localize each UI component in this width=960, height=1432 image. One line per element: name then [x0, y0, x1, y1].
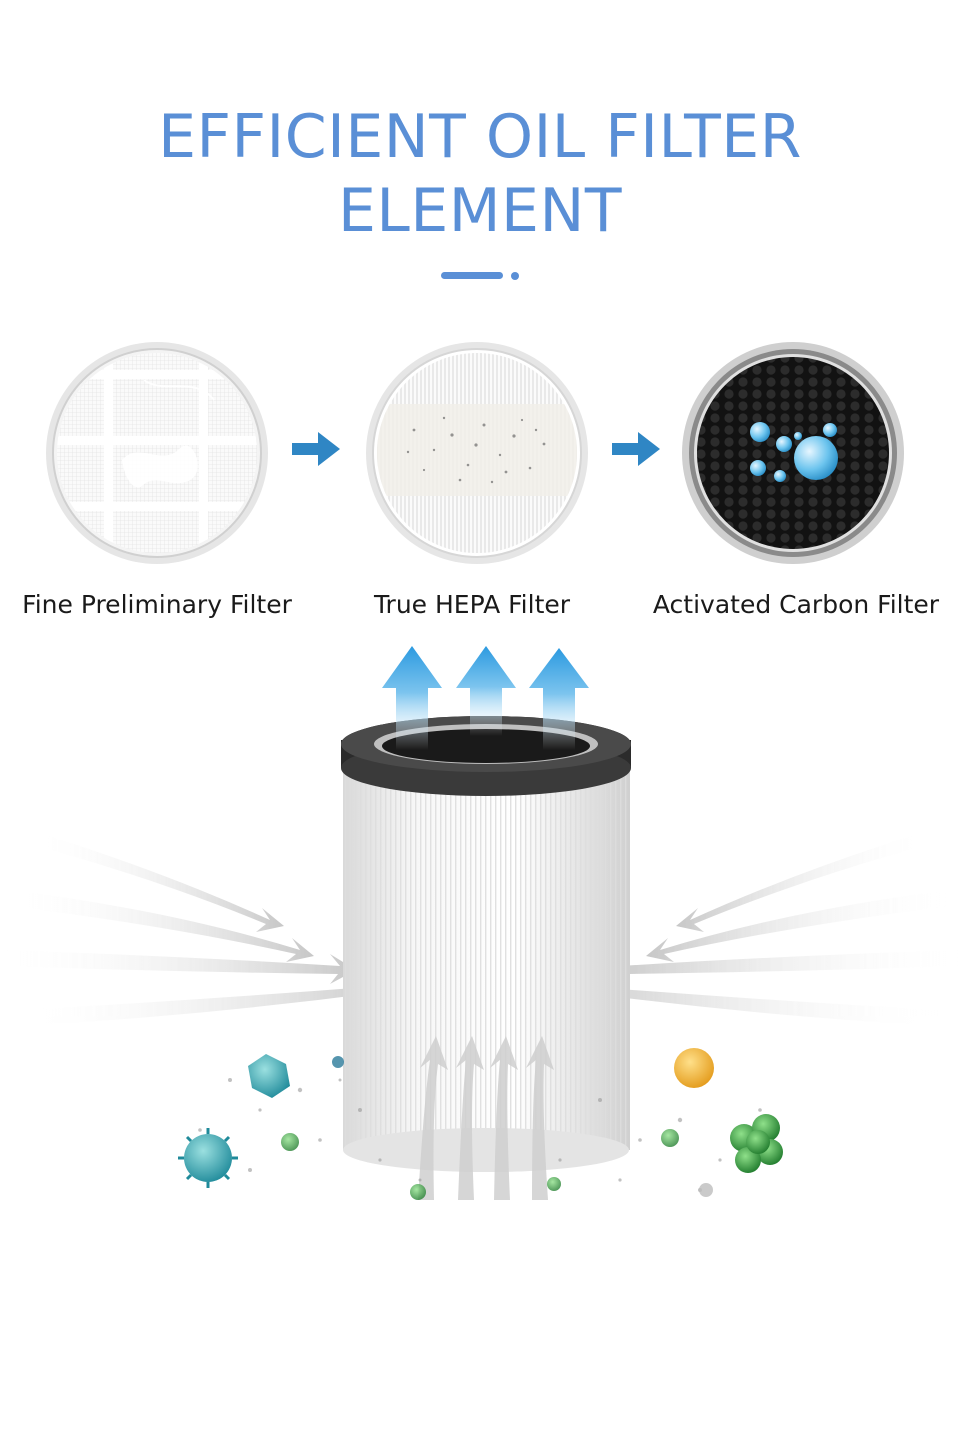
pollen-icon: [674, 1048, 714, 1088]
divider-dot: [511, 272, 519, 280]
virus-icon: [178, 1128, 238, 1188]
hepa-filter-image: [366, 342, 588, 564]
stage-label-preliminary: Fine Preliminary Filter: [22, 590, 292, 619]
airflow-left: [0, 830, 398, 1026]
arrow-right-icon: [612, 432, 660, 466]
stage-label-hepa: True HEPA Filter: [373, 590, 571, 619]
green-particle-icon: [547, 1177, 561, 1191]
airflow-right: [562, 830, 960, 1026]
divider-bar: [441, 272, 503, 279]
preliminary-filter-image: [46, 342, 268, 564]
dust-particles: [198, 1078, 762, 1192]
green-particle-icon: [410, 1184, 426, 1200]
arrow-right-icon: [292, 432, 340, 466]
filter-cylinder: [341, 716, 631, 1172]
title-line-1: EFFICIENT OIL FILTER: [158, 102, 802, 172]
bacteria-icon: [248, 1054, 290, 1098]
filter-cylinder-illustration: [0, 646, 960, 1200]
dust-mote-icon: [699, 1183, 713, 1197]
inner-airflow: [418, 1036, 554, 1200]
page-title: EFFICIENT OIL FILTER ELEMENT: [0, 100, 960, 248]
airflow-up-arrows: [382, 646, 589, 750]
mold-icon: [730, 1114, 783, 1173]
green-particle-icon: [281, 1133, 299, 1151]
title-line-2: ELEMENT: [338, 176, 622, 246]
filter-stages: Fine Preliminary Filter True HEPA Filter…: [0, 340, 960, 640]
carbon-filter-image: [682, 342, 904, 564]
stage-label-carbon: Activated Carbon Filter: [652, 590, 940, 619]
green-particle-icon: [661, 1129, 679, 1147]
spore-icon: [332, 1056, 344, 1068]
